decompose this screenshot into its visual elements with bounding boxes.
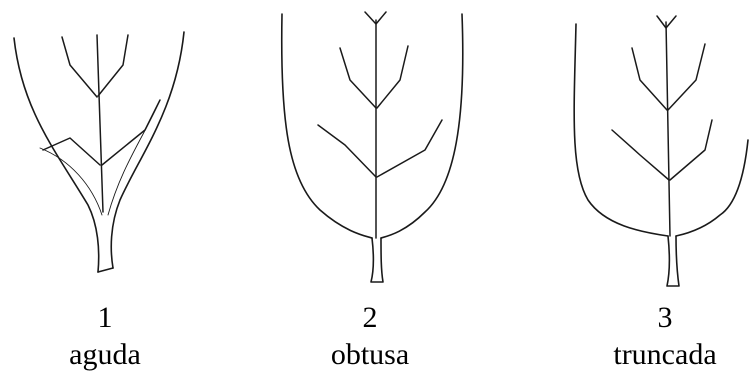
leaf-1-number: 1: [15, 300, 195, 336]
leaf-2-name: obtusa: [280, 337, 460, 373]
leaf-3-number: 3: [575, 300, 752, 336]
leaf-obtuse-outline: [282, 14, 372, 238]
leaf-acute-outline-right: [111, 32, 184, 268]
leaf-3-name: truncada: [575, 337, 752, 373]
leaf-truncate-petiole: [667, 236, 679, 286]
leaf-obtuse-petiole: [371, 238, 383, 282]
leaf-truncate-drawing: [574, 16, 748, 286]
leaf-acute-outline: [14, 38, 99, 272]
leaf-2-number: 2: [280, 300, 460, 336]
leaf-drawings: [0, 0, 752, 290]
leaf-obtuse-drawing: [282, 12, 463, 282]
leaf-1-name: aguda: [15, 337, 195, 373]
leaf-acute-drawing: [14, 32, 184, 272]
leaf-truncate-outline: [574, 24, 668, 236]
leaf-acute-tip: [98, 268, 113, 272]
